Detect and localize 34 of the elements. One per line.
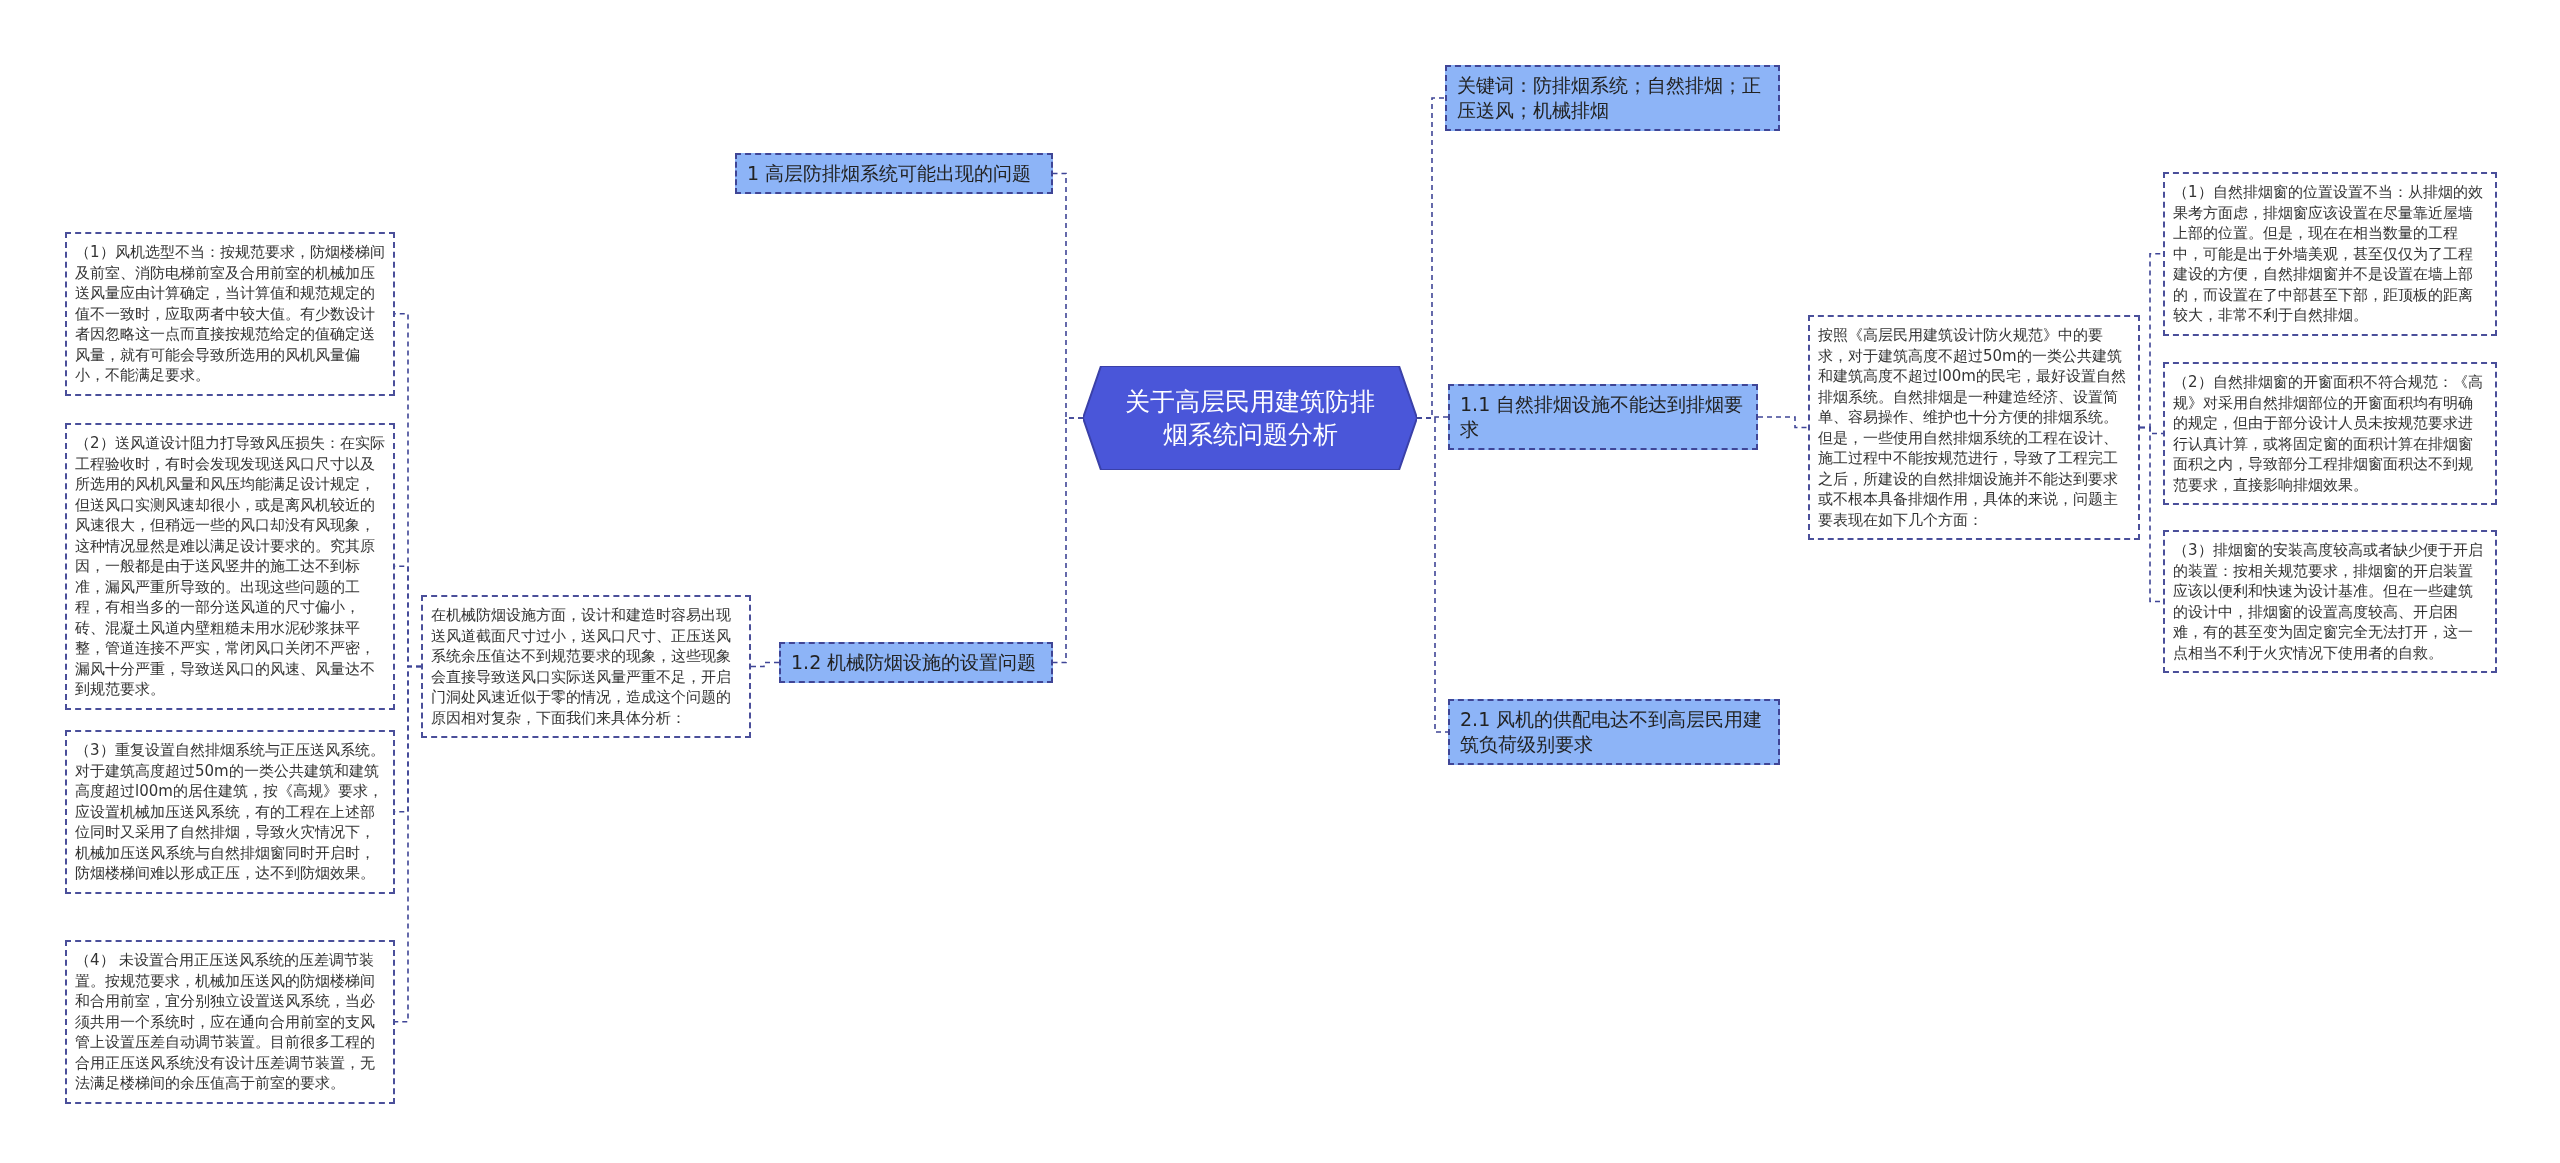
topic-box	[1445, 65, 1780, 131]
central-topic-hexagon	[1083, 366, 1417, 470]
topic-box	[1448, 384, 1758, 450]
note-text: （3）重复设置自然排烟系统与正压送风系统。对于建筑高度超过50m的一类公共建筑和建筑高度超过l00m的居住建筑，按《高规》要求，应设置机械加压送风系统，有的工程在上述部位同时又采用了自然排烟，导致火灾情况下，机械加压送风系统与自然排烟窗同时开启时，防烟楼梯间难以形成正压，达不到防烟效果。	[75, 740, 385, 884]
note-text: （2）自然排烟窗的开窗面积不符合规范：《高规》对采用自然排烟部位的开窗面积均有明确的规定，但由于部分设计人员未按规范要求进行认真计算，或将固定窗的面积计算在排烟窗面积之内，导致部分工程排烟窗面积达不到规范要求，直接影响排烟效果。	[2173, 372, 2484, 495]
topic-text: 1 高层防排烟系统可能出现的问题	[747, 161, 1033, 186]
note-box	[65, 940, 395, 1104]
note-box	[1808, 315, 2140, 540]
note-box	[2163, 362, 2497, 505]
topic-text: 1.2 机械防烟设施的设置问题	[791, 650, 1038, 675]
note-text: （2）送风道设计阻力打导致风压损失：在实际工程验收时，有时会发现发现送风口尺寸以及所选用的风机风量和风压均能满足设计规定，但送风口实测风速却很小，或是离风机较近的风速很大，但稍远一些的风口却没有风现象，这种情况显然是难以满足设计要求的。究其原因，一般都是由于送风竖井的施工达不到标准，漏风严重所导致的。出现这些问题的工程，有相当多的一部分送风道的尺寸偏小，砖、混凝土风道内壁粗糙未用水泥砂浆抹平整，管道连接不严实，常闭风口关闭不严密，漏风十分严重，导致送风口的风速、风量达不到规范要求。	[75, 433, 385, 700]
note-text: （3）排烟窗的安装高度较高或者缺少便于开启的装置：按相关规范要求，排烟窗的开启装置应该以便利和快速为设计基准。但在一些建筑的设计中，排烟窗的设置高度较高、开启困难，有的甚至变为固定窗完全无法打开，这一点相当不利于火灾情况下使用者的自救。	[2173, 540, 2484, 663]
topic-box	[735, 153, 1053, 194]
note-box	[421, 595, 751, 738]
topic-text: 2.1 风机的供配电达不到高层民用建筑负荷级别要求	[1460, 707, 1764, 757]
note-box	[65, 232, 395, 396]
note-text: （1）自然排烟窗的位置设置不当：从排烟的效果考方面虑，排烟窗应该设置在尽量靠近屋墙上部的位置。但是，现在在相当数量的工程中，可能是出于外墙美观，甚至仅仅为了工程建设的方便，自然排烟窗并不是设置在墙上部的，而设置在了中部甚至下部，距顶板的距离较大，非常不利于自然排烟。	[2173, 182, 2484, 326]
note-box	[2163, 530, 2497, 673]
note-text: （1）风机选型不当：按规范要求，防烟楼梯间及前室、消防电梯前室及合用前室的机械加压送风量应由计算确定，当计算值和规范规定的值不一致时，应取两者中较大值。有少数设计者因忽略这一点而直接按规范给定的值确定送风量，就有可能会导致所选用的风机风量偏小，不能满足要求。	[75, 242, 385, 386]
connector-line	[1052, 417, 1084, 664]
connector-line	[750, 661, 780, 668]
note-text: 在机械防烟设施方面，设计和建造时容易出现送风道截面尺寸过小，送风口尺寸、正压送风系统余压值达不到规范要求的现象，这些现象会直接导致送风口实际送风量严重不足，开启门洞处风速近似于零的情况，造成这个问题的原因相对复杂，下面我们来具体分析：	[431, 605, 732, 728]
note-text: 按照《高层民用建筑设计防火规范》中的要求，对于建筑高度不超过50m的一类公共建筑和建筑高度不超过l00m的民宅，最好设置自然排烟系统。自然排烟是一种建造经济、设置简单、容易操作、维护也十分方便的排烟系统。但是，一些使用自然排烟系统的工程在设计、施工过程中不能按规范进行，导致了工程完工之后，所建设的自然排烟设施并不能达到要求或不根本具备排烟作用，具体的来说，问题主要表现在如下几个方面：	[1818, 325, 2127, 530]
topic-text: 1.1 自然排烟设施不能达到排烟要求	[1460, 392, 1745, 442]
central-topic-text: 关于高层民用建筑防排烟系统问题分析	[1124, 386, 1376, 451]
connector-line	[1416, 417, 1449, 733]
topic-text: 关键词：防排烟系统；自然排烟；正压送风；机械排烟	[1457, 73, 1762, 123]
topic-box	[1448, 699, 1780, 765]
connector-line	[1757, 416, 1809, 429]
connector-line	[394, 665, 422, 1023]
note-box	[65, 730, 395, 894]
topic-box	[779, 642, 1053, 683]
note-text: （4） 未设置合用正压送风系统的压差调节装置。按规范要求，机械加压送风的防烟楼梯间和合用前室，宜分别独立设置送风系统，当必须共用一个系统时，应在通向合用前室的支风管上设置压差自动调节装置。目前很多工程的合用正压送风系统没有设计压差调节装置，无法满足楼梯间的余压值高于前室的要求。	[75, 950, 376, 1094]
note-box	[2163, 172, 2497, 336]
